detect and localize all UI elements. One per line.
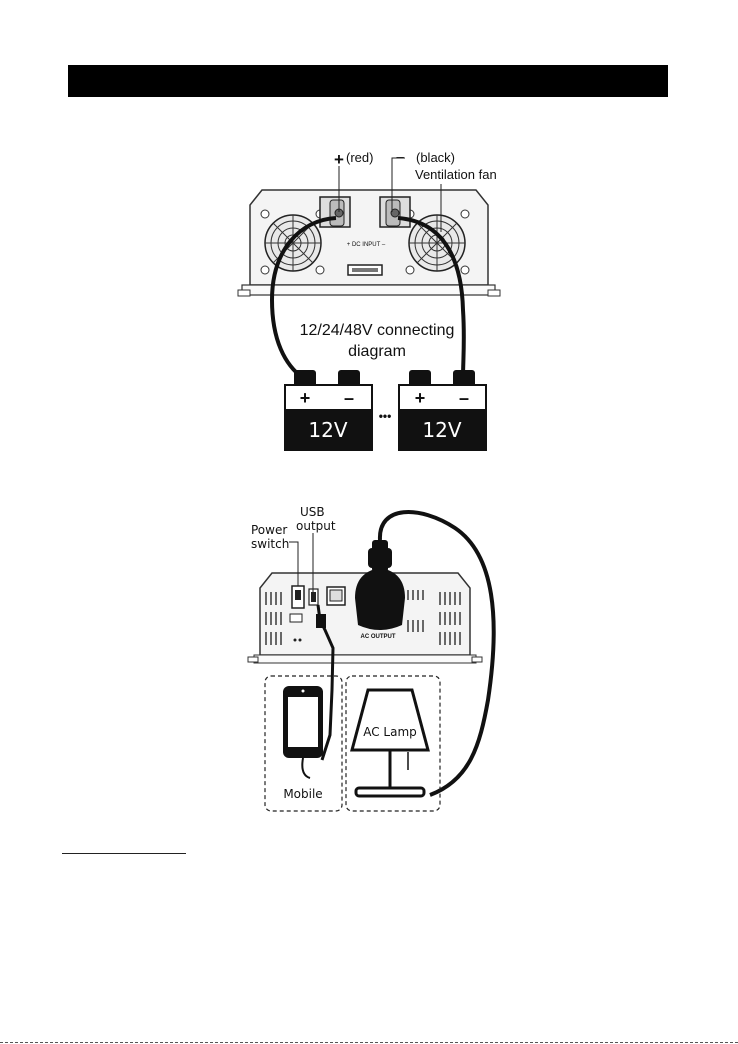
mobile-phone-icon — [283, 686, 323, 778]
lamp-label: AC Lamp — [363, 725, 417, 739]
diagram1-caption-line1: 12/24/48V connecting — [300, 322, 455, 339]
diagram1-caption-line2: diagram — [348, 343, 406, 360]
dc-input-label: + DC INPUT – — [347, 242, 386, 248]
battery-right: + – 12V — [399, 370, 486, 450]
power-label-line2: switch — [251, 537, 289, 551]
ac-output-label: AC OUTPUT — [361, 634, 396, 640]
negative-terminal-icon — [380, 197, 410, 227]
fan-label: Ventilation fan — [415, 167, 497, 182]
lamp-icon — [352, 690, 428, 796]
minus-label: (black) — [416, 150, 455, 165]
battery-right-plus: + — [415, 388, 426, 408]
battery-left-voltage: 12V — [308, 418, 347, 442]
power-label-line1: Power — [251, 523, 287, 537]
power-switch-icon — [292, 586, 304, 608]
battery-left-minus: – — [344, 388, 354, 408]
mobile-label: Mobile — [283, 787, 322, 801]
positive-terminal-icon — [320, 197, 350, 227]
battery-right-minus: – — [459, 388, 469, 408]
plus-label: (red) — [346, 150, 373, 165]
battery-right-voltage: 12V — [422, 418, 461, 442]
usb-label-line1: USB — [300, 505, 325, 519]
remote-port-icon — [327, 587, 345, 605]
underline-rule — [62, 853, 186, 854]
ac-plug-icon — [355, 540, 405, 630]
battery-ellipsis: ••• — [379, 409, 392, 423]
page-bottom-rule — [0, 1042, 738, 1043]
battery-left: + – 12V — [285, 370, 372, 450]
usb-label-line2: output — [296, 519, 336, 533]
battery-left-plus: + — [300, 388, 311, 408]
